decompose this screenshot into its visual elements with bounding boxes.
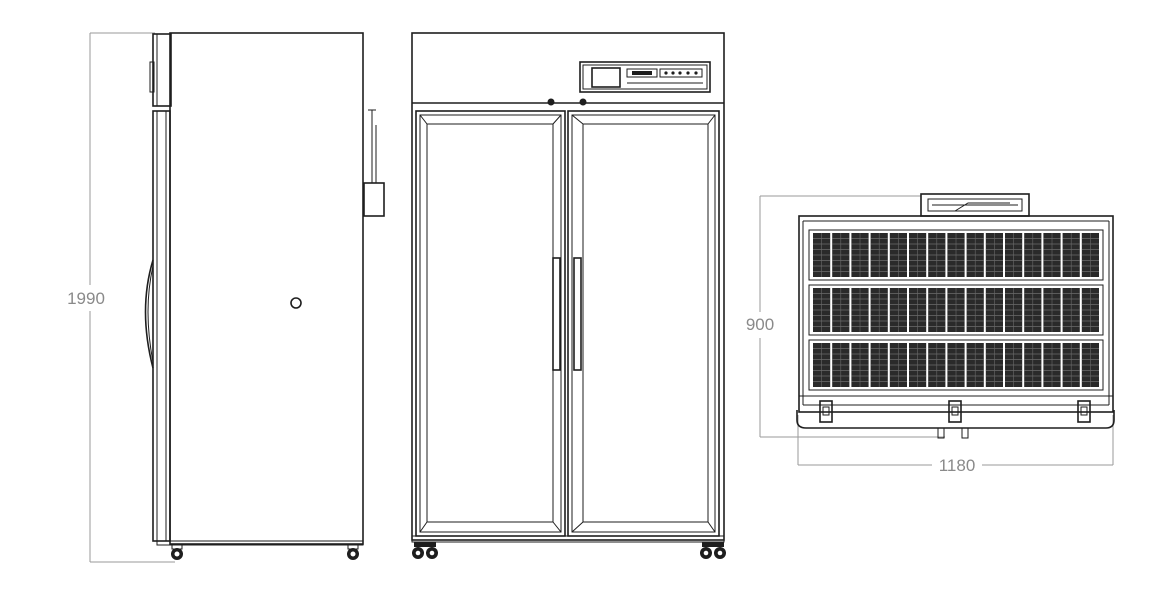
rear-probe-box (363, 182, 385, 217)
door-lock-icon (290, 297, 302, 309)
side-caster-front (171, 544, 183, 560)
side-caster-rear (347, 544, 359, 560)
lock-icon-left (547, 98, 555, 106)
top-view: 900 1180 (742, 193, 1115, 478)
grille-frame (808, 229, 1104, 281)
display-screen (591, 67, 621, 88)
vent-grilles (808, 229, 1104, 391)
grille-frame (808, 284, 1104, 336)
front-view (411, 32, 726, 559)
depth-label: 900 (746, 315, 774, 334)
side-door-profile (152, 110, 171, 542)
grille-frame (808, 339, 1104, 391)
side-top-panel (152, 33, 172, 107)
door-handle-right (573, 257, 582, 371)
side-view: 1990 (60, 32, 385, 563)
top-rear-housing (920, 193, 1030, 217)
front-door-right (567, 110, 720, 537)
front-cabinet-body (411, 32, 725, 541)
height-label: 1990 (67, 289, 105, 308)
top-cabinet-body (798, 215, 1114, 413)
side-cabinet-body (169, 32, 364, 545)
side-door-handle (144, 259, 154, 369)
door-handle-left (552, 257, 561, 371)
top-base-profile (796, 410, 1115, 429)
front-caster-right (700, 542, 726, 559)
front-door-left (415, 110, 566, 537)
control-panel (579, 61, 711, 93)
top-casters (819, 400, 1091, 439)
width-label: 1180 (939, 456, 976, 475)
lock-icon-right (579, 98, 587, 106)
front-caster-left (412, 542, 438, 559)
